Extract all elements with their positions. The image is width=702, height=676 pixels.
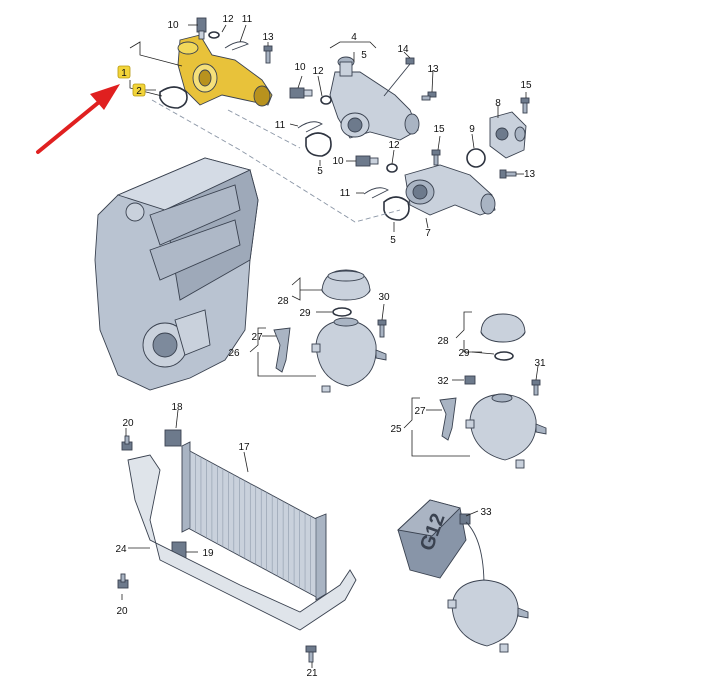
- callout-15: 15: [520, 80, 532, 91]
- callout-19: 19: [202, 548, 214, 559]
- callout-29: 29: [458, 348, 470, 359]
- filler-cap-part-28b: [480, 313, 526, 343]
- callout-12: 12: [222, 14, 234, 25]
- callout-10: 10: [332, 156, 344, 167]
- callout-24: 24: [115, 544, 127, 555]
- retaining-clip-part-11: [224, 41, 249, 51]
- callout-9: 9: [469, 124, 475, 135]
- bolt-part-15a: [520, 97, 530, 114]
- engine-block: [94, 157, 259, 391]
- bracket-part-27a: [273, 327, 291, 373]
- callout-12: 12: [388, 140, 400, 151]
- long-bolt-part-14: [383, 57, 415, 97]
- callout-2: 2: [136, 86, 142, 97]
- callout-13: 13: [262, 32, 274, 43]
- temperature-sensor-part-10c: [355, 155, 379, 167]
- callout-badge-1: [117, 65, 131, 79]
- callout-25: 25: [390, 424, 402, 435]
- bolt-part-20a: [121, 435, 133, 451]
- coolant-flange-part-7: [404, 164, 496, 216]
- radiator-part-17: [181, 441, 327, 601]
- retaining-clip-part-11c: [363, 187, 389, 199]
- callout-27: 27: [414, 406, 426, 417]
- retaining-clip-part-11b: [297, 121, 323, 133]
- coolant-distributor-part-4: [329, 56, 420, 141]
- callout-28: 28: [437, 336, 449, 347]
- callout-5: 5: [390, 235, 396, 246]
- bolt-part-13: [263, 45, 273, 64]
- callout-27: 27: [251, 332, 263, 343]
- expansion-tank-assembly-25: [465, 393, 547, 469]
- callout-8: 8: [495, 98, 501, 109]
- o-ring-part-12: [208, 31, 220, 39]
- temperature-sensor-part-10b: [289, 87, 313, 99]
- callout-26: 26: [228, 348, 240, 359]
- coolant-bottle-part-33: [397, 499, 485, 587]
- callout-33: 33: [480, 507, 492, 518]
- callout-5: 5: [361, 50, 367, 61]
- callout-badge-2: [132, 83, 146, 97]
- callout-11: 11: [242, 14, 253, 25]
- screw-part-30: [377, 319, 387, 338]
- callout-7: 7: [425, 228, 431, 239]
- o-ring-part-12c: [386, 163, 398, 173]
- coolant-flange-part-1: [177, 34, 273, 107]
- gasket-part-5b: [383, 196, 410, 221]
- callout-31: 31: [534, 358, 546, 369]
- callout-30: 30: [378, 292, 390, 303]
- callout-10: 10: [294, 62, 306, 73]
- nut-part-32: [464, 375, 476, 385]
- callout-5: 5: [317, 166, 323, 177]
- gasket-part-5a: [305, 132, 332, 157]
- thermostat-housing-part-8: [489, 111, 527, 159]
- callout-11: 11: [340, 188, 351, 199]
- callout-11: 11: [275, 120, 286, 131]
- callout-20: 20: [116, 606, 128, 617]
- seal-ring-part-29a: [332, 307, 352, 317]
- callout-4: 4: [351, 32, 357, 43]
- radiator-fins: [189, 451, 317, 597]
- rubber-mount-part-18: [164, 429, 182, 447]
- callout-1: 1: [121, 68, 127, 79]
- seal-ring-part-29b: [494, 351, 514, 361]
- o-ring-part-9: [466, 148, 486, 168]
- gasket-part-2: [159, 86, 188, 109]
- callout-21: 21: [306, 668, 318, 676]
- callout-29: 29: [299, 308, 311, 319]
- callout-20: 20: [122, 418, 134, 429]
- bolt-part-13c: [499, 169, 517, 179]
- carrier-frame-part-24: [127, 454, 357, 631]
- bolt-part-20b: [117, 573, 129, 589]
- callout-32: 32: [437, 376, 449, 387]
- callout-14: 14: [397, 44, 409, 55]
- bracket-part-27b: [439, 397, 457, 441]
- assembly-dash-line-2: [227, 109, 301, 149]
- leader-lines: [121, 24, 539, 668]
- callout-28: 28: [277, 296, 289, 307]
- bolt-part-13b: [421, 91, 437, 101]
- screw-part-31: [531, 379, 541, 396]
- expansion-tank-part-33: [447, 579, 529, 653]
- callout-18: 18: [171, 402, 183, 413]
- callout-13: 13: [524, 169, 536, 180]
- screw-part-21: [305, 645, 317, 663]
- callout-12: 12: [312, 66, 324, 77]
- expansion-tank-assembly-26: [311, 317, 387, 393]
- assembly-dash-line-1: [151, 99, 401, 223]
- callout-15: 15: [433, 124, 445, 135]
- bolt-part-15b: [431, 149, 441, 166]
- red-pointer-arrow: [36, 84, 120, 154]
- callout-labels: 1 2 4 5 5 5 7 8 9 10 10 10 11 11 11 12 1…: [115, 14, 546, 676]
- o-ring-part-12b: [320, 95, 332, 105]
- callout-13: 13: [427, 64, 439, 75]
- callout-10: 10: [167, 20, 179, 31]
- filler-cap-part-28a: [321, 269, 371, 301]
- callout-17: 17: [238, 442, 250, 453]
